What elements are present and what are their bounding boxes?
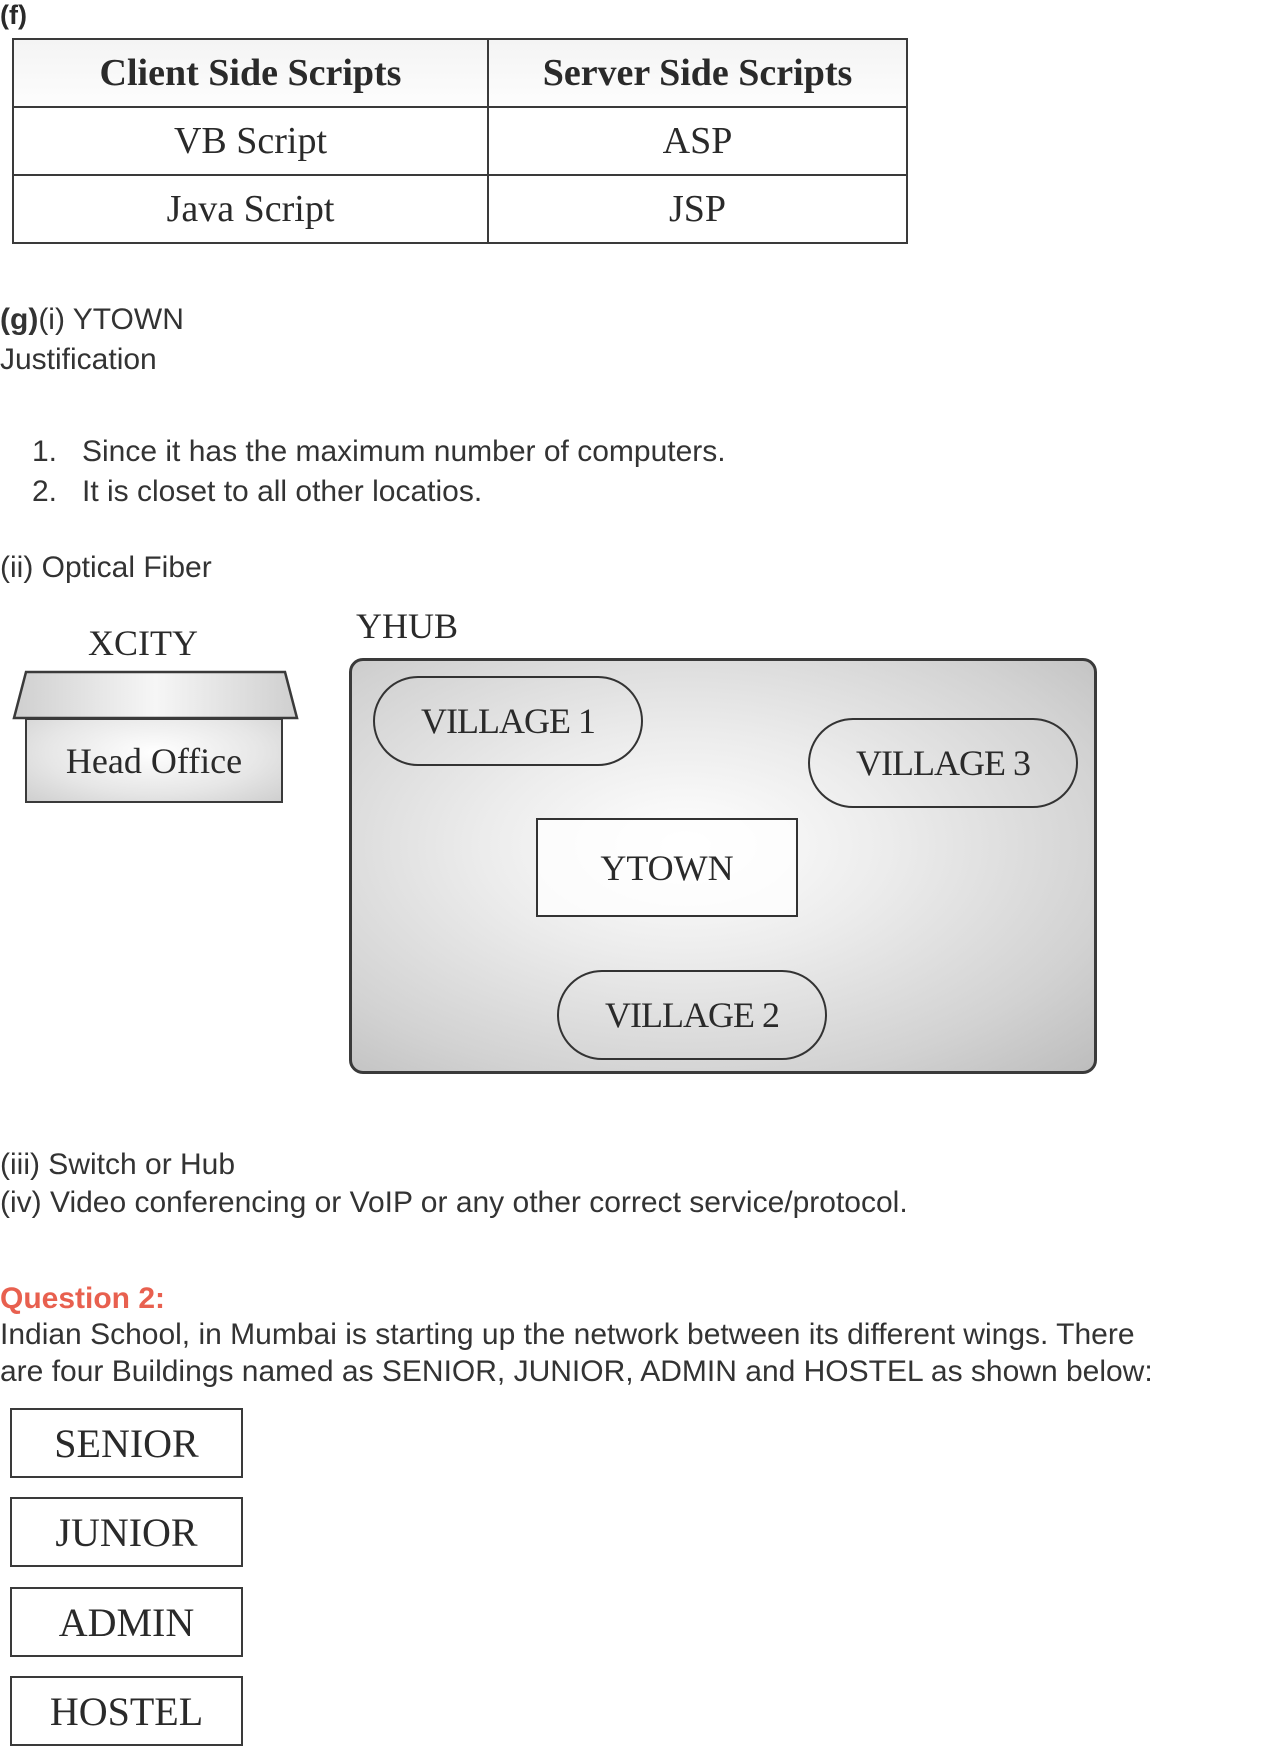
- part-g-label: (g): [0, 303, 39, 336]
- list-item: 1. Since it has the maximum number of com…: [0, 437, 726, 477]
- table-row: VB Script ASP: [12, 106, 908, 176]
- table-header-server: Server Side Scripts: [487, 38, 908, 108]
- village-1-label: VILLAGE 1: [421, 701, 596, 741]
- building-junior: JUNIOR: [10, 1497, 243, 1567]
- table-cell: ASP: [487, 106, 908, 176]
- village-2-label: VILLAGE 2: [605, 995, 780, 1035]
- list-number: 1.: [32, 435, 58, 468]
- table-cell: VB Script: [12, 106, 489, 176]
- building-admin: ADMIN: [10, 1587, 243, 1657]
- building-label: ADMIN: [58, 1599, 195, 1645]
- table-cell: JSP: [487, 174, 908, 244]
- part-g-answer-iii: (iii) Switch or Hub: [0, 1148, 236, 1181]
- table-row: Java Script JSP: [12, 174, 908, 244]
- head-office-roof-shape: [12, 670, 299, 720]
- head-office-label: Head Office: [65, 740, 243, 781]
- village-2-node: VILLAGE 2: [557, 970, 827, 1060]
- ytown-node: YTOWN: [536, 818, 798, 917]
- part-g-answer-ii: (ii) Optical Fiber: [0, 551, 212, 584]
- building-senior: SENIOR: [10, 1408, 243, 1478]
- question-2-text-line1: Indian School, in Mumbai is starting up …: [0, 1318, 1135, 1351]
- village-3-label: VILLAGE 3: [856, 743, 1031, 783]
- table-header-client: Client Side Scripts: [12, 38, 489, 108]
- list-number: 2.: [32, 475, 58, 508]
- part-g-i-text: (i) YTOWN: [38, 303, 184, 336]
- building-hostel: HOSTEL: [10, 1676, 243, 1746]
- table-header-row: Client Side Scripts Server Side Scripts: [12, 38, 908, 108]
- village-1-node: VILLAGE 1: [373, 676, 643, 766]
- list-text: Since it has the maximum number of compu…: [82, 435, 726, 468]
- question-2-text-line2: are four Buildings named as SENIOR, JUNI…: [0, 1355, 1153, 1388]
- part-g-answer-iv: (iv) Video conferencing or VoIP or any o…: [0, 1186, 908, 1219]
- head-office-building: Head Office: [25, 718, 283, 803]
- yhub-label: YHUB: [356, 606, 459, 646]
- xcity-label: XCITY: [88, 623, 198, 663]
- justification-heading: Justification: [0, 343, 157, 376]
- village-3-node: VILLAGE 3: [808, 718, 1078, 808]
- question-2-heading: Question 2:: [0, 1282, 166, 1315]
- building-label: JUNIOR: [55, 1509, 198, 1555]
- building-label: HOSTEL: [49, 1688, 204, 1734]
- list-text: It is closet to all other locatios.: [82, 475, 483, 508]
- building-label: SENIOR: [54, 1420, 199, 1466]
- part-f-label: (f): [0, 0, 27, 30]
- scripts-table: Client Side Scripts Server Side Scripts …: [12, 38, 908, 244]
- list-item: 2. It is closet to all other locatios.: [0, 477, 726, 517]
- part-g-answer-i: (g)(i) YTOWN: [0, 305, 184, 335]
- ytown-label: YTOWN: [600, 847, 734, 888]
- justification-list: 1. Since it has the maximum number of com…: [0, 437, 726, 517]
- table-cell: Java Script: [12, 174, 489, 244]
